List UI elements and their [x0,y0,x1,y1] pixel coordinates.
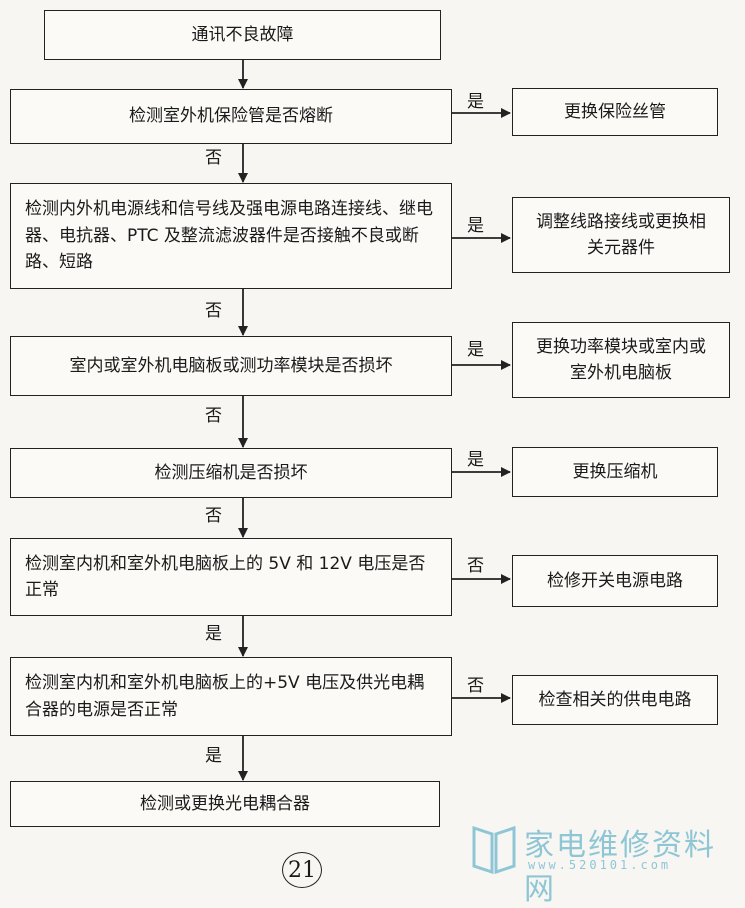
node-q5: 检测室内机和室外机电脑板上的 5V 和 12V 电压是否正常 [10,538,452,616]
node-q3: 室内或室外机电脑板或测功率模块是否损坏 [10,336,452,396]
node-q1: 检测室外机保险管是否熔断 [10,89,452,144]
node-a1: 更换保险丝管 [512,88,718,136]
node-a3: 更换功率模块或室内或室外机电脑板 [512,322,730,398]
edge-label-q1-no: 否 [205,148,222,168]
node-start: 通讯不良故障 [44,10,441,60]
edge-label-q2-yes: 是 [467,216,484,236]
node-end: 检测或更换光电耦合器 [10,781,440,827]
edge-label-q1-yes: 是 [467,92,484,112]
page-number: 21 [282,852,322,888]
watermark-text: 家电维修资料网 [524,828,716,907]
edge-label-q4-no: 否 [205,506,222,526]
edge-label-q4-yes: 是 [467,450,484,470]
book-logo-icon [472,825,516,875]
node-a5: 检修开关电源电路 [512,555,718,607]
edge-label-q5-no: 否 [467,556,484,576]
edge-label-q3-no: 否 [205,406,222,426]
edge-label-q6-yes: 是 [205,746,222,766]
watermark-url: www.520101.com [528,858,672,872]
edge-label-q3-yes: 是 [467,340,484,360]
node-q4: 检测压缩机是否损坏 [10,448,452,498]
node-a2: 调整线路接线或更换相关元器件 [512,197,730,273]
node-q2: 检测内外机电源线和信号线及强电源电路连接线、继电器、电抗器、PTC 及整流滤波器… [10,183,452,289]
node-a6: 检查相关的供电电路 [512,675,718,725]
node-a4: 更换压缩机 [512,447,718,497]
edge-label-q5-yes: 是 [205,624,222,644]
edge-label-q6-no: 否 [467,676,484,696]
edge-label-q2-no: 否 [205,301,222,321]
watermark: 家电维修资料网 www.520101.com [468,818,738,907]
node-q6: 检测室内机和室外机电脑板上的+5V 电压及供光电耦合器的电源是否正常 [10,657,452,736]
